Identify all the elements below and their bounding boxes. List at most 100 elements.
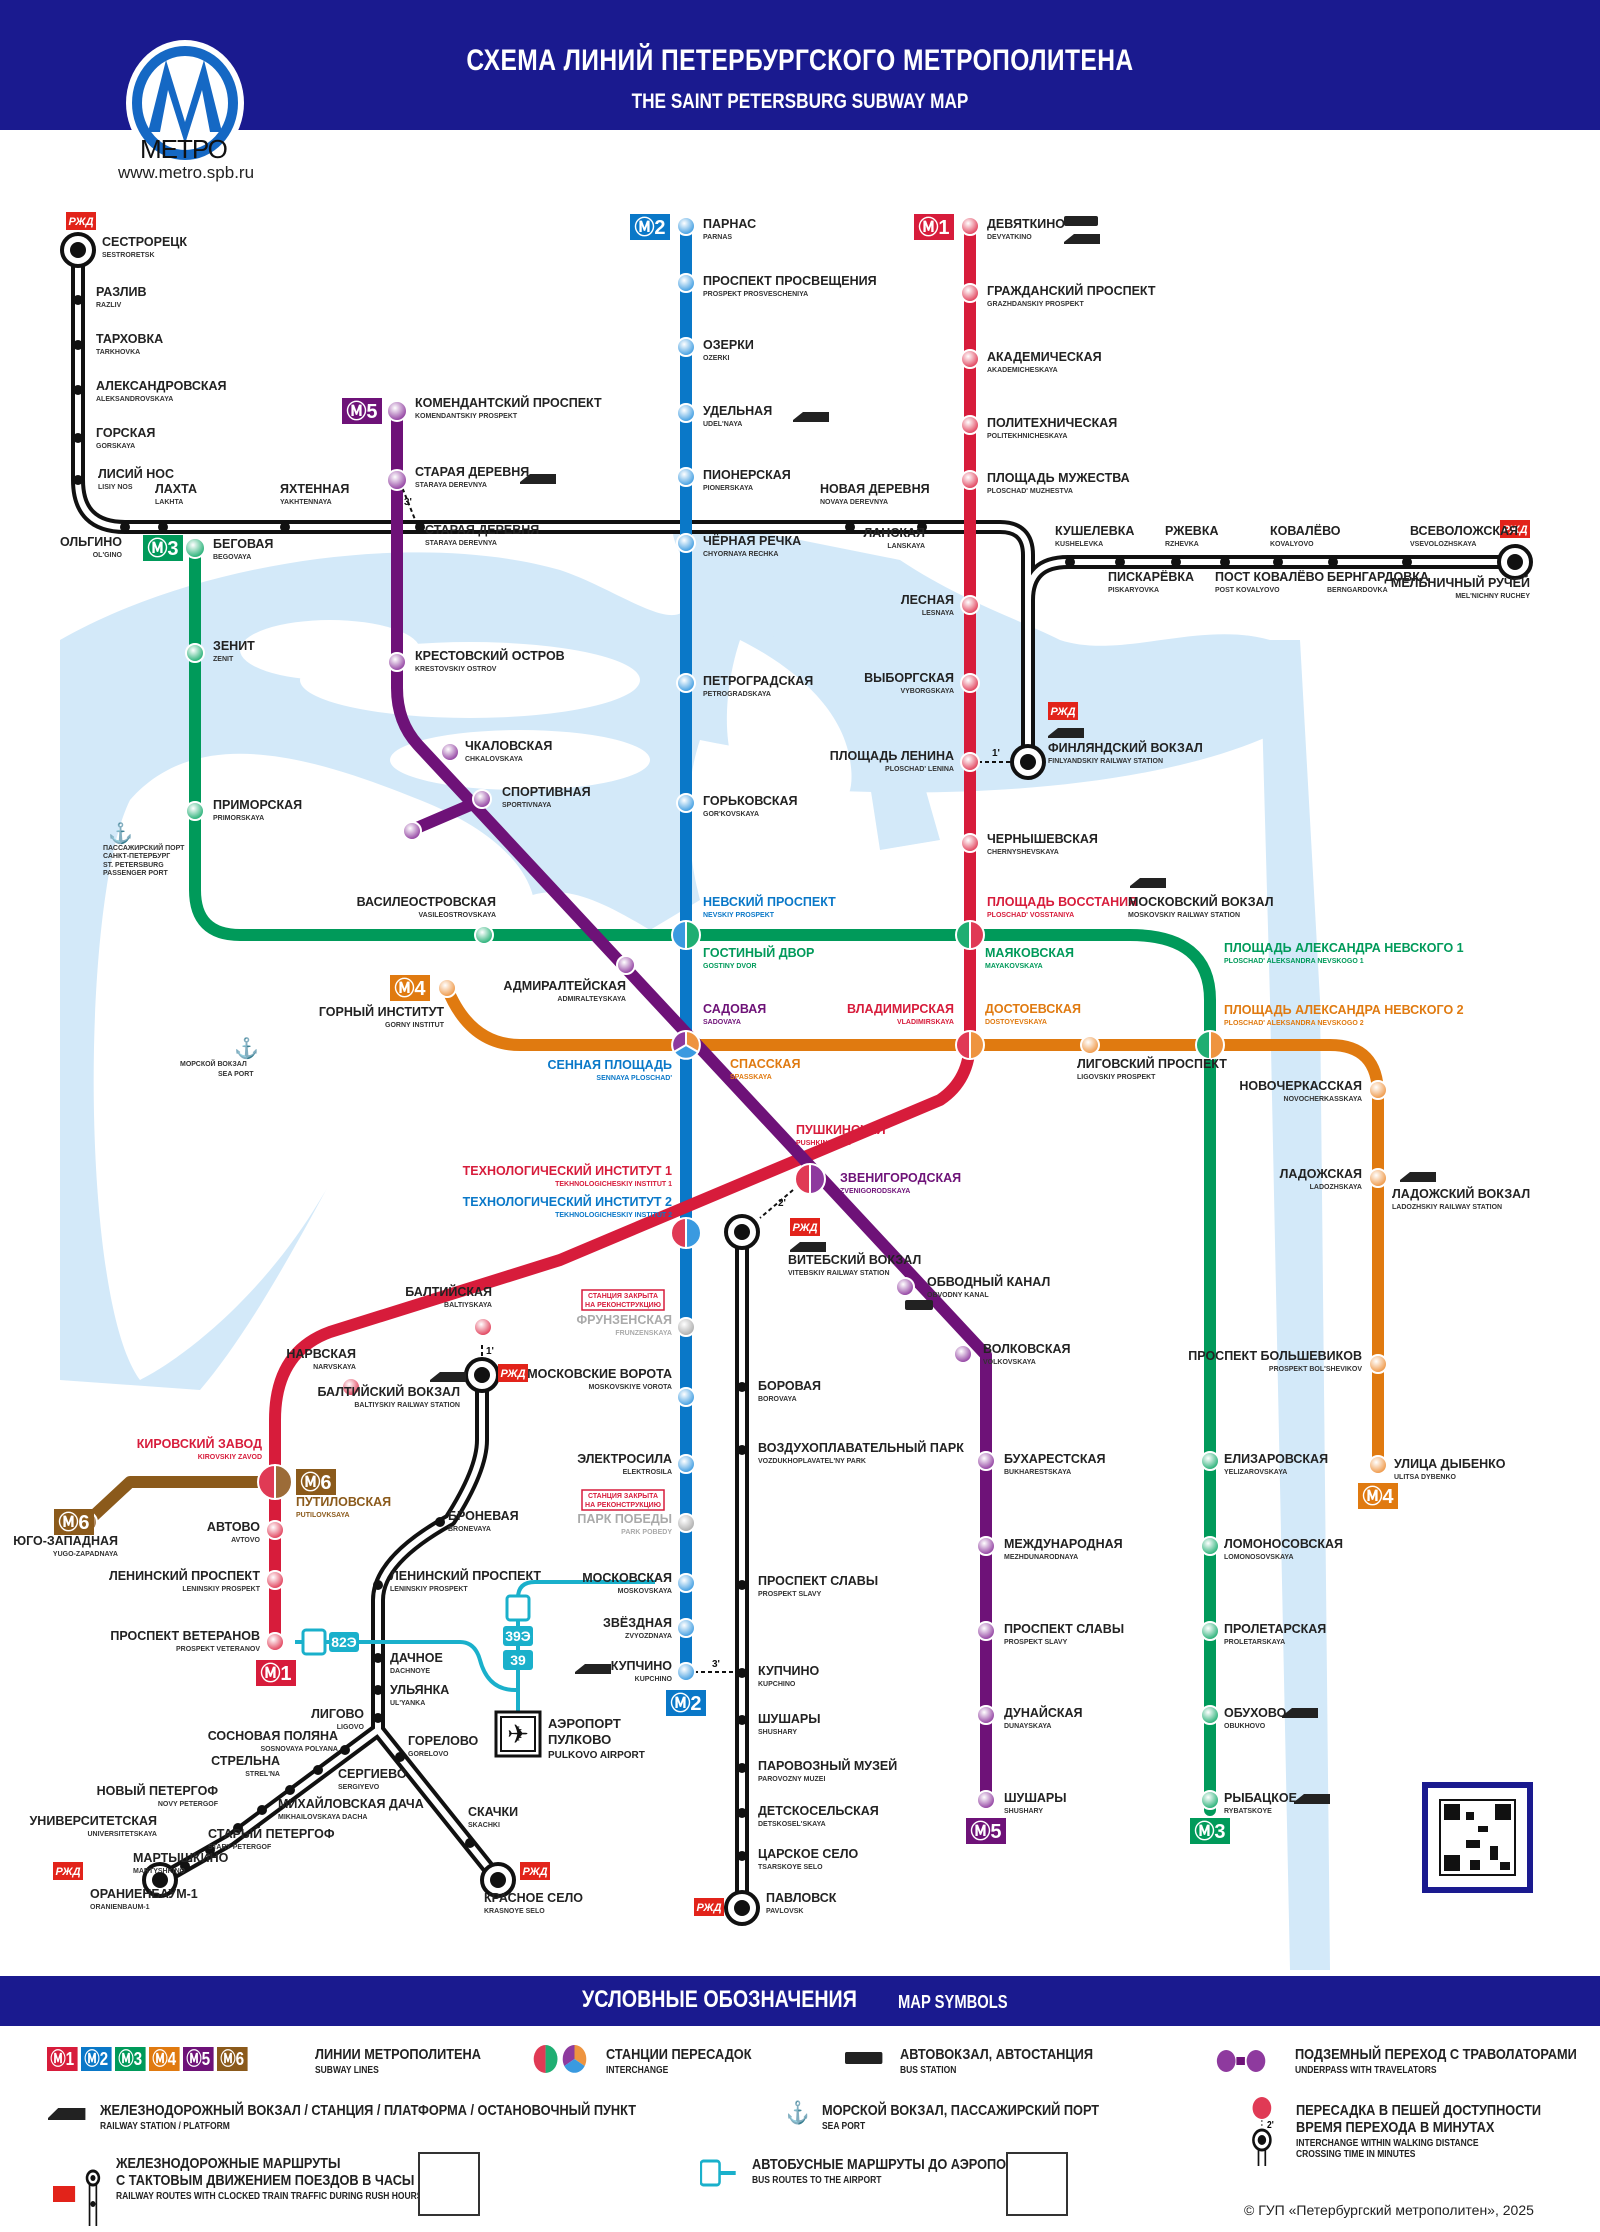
qr-code-rail[interactable]	[418, 2152, 480, 2216]
station-label[interactable]: ВОЗДУХОПЛАВАТЕЛЬНЫЙ ПАРКVOZDUKHOPLAVATEL…	[758, 1440, 964, 1465]
website-link[interactable]: www.metro.spb.ru	[118, 163, 255, 182]
qr-code-main[interactable]	[1422, 1782, 1533, 1893]
stations-M2[interactable]	[676, 216, 696, 1682]
qr-code-airport[interactable]	[1006, 2152, 1068, 2216]
interchanges[interactable]	[257, 919, 1225, 1501]
stations-M3[interactable]	[184, 537, 1220, 1810]
rzd-badges[interactable]: РЖД РЖД РЖД РЖД РЖД РЖД РЖД РЖД	[53, 212, 1530, 1916]
station-label[interactable]: ТЕХНОЛОГИЧЕСКИЙ ИНСТИТУТ 1TEKHNOLOGICHES…	[463, 1163, 672, 1188]
stations-M4[interactable]	[437, 978, 1388, 1475]
line-badges[interactable]: Ⓜ2 Ⓜ1 Ⓜ5 Ⓜ3 Ⓜ4 Ⓜ6 Ⓜ6 Ⓜ1 Ⓜ2 Ⓜ5 Ⓜ3 Ⓜ4	[54, 214, 1398, 1844]
stations-M1[interactable]	[265, 216, 980, 1652]
station-label[interactable]: ТЕХНОЛОГИЧЕСКИЙ ИНСТИТУТ 2TEKHNOLOGICHES…	[463, 1194, 672, 1219]
airport[interactable]: ✈ АЭРОПОРТ ПУЛКОВО PULKOVO AIRPORT	[494, 1710, 645, 1761]
bus-stops[interactable]: 82Э 39Э 39	[301, 1594, 533, 1670]
